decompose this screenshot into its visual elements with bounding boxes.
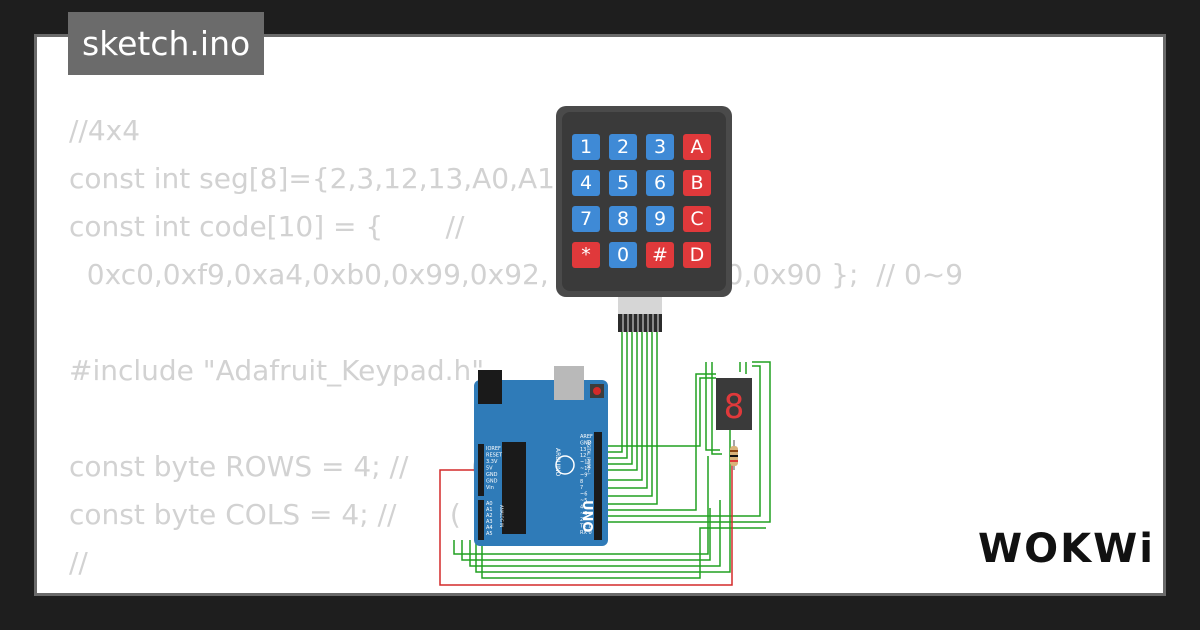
- analog-pin-label: A3: [486, 519, 493, 525]
- digital-label: DIGITAL (PWM ~): [586, 440, 591, 475]
- key-5[interactable]: 5: [609, 170, 637, 196]
- power-pin-label: RESET: [486, 453, 503, 459]
- analog-pin-label: A0: [486, 501, 493, 507]
- analog-pin-label: A1: [486, 507, 493, 513]
- board-brand: ARDUINO: [554, 448, 561, 477]
- file-title: sketch.ino: [68, 12, 265, 75]
- digital-pin-label: AREF: [580, 434, 593, 440]
- arduino-logo-icon: [555, 455, 575, 475]
- power-pin-label: 3.3V: [486, 459, 498, 465]
- key-7[interactable]: 7: [572, 206, 600, 232]
- keypad-face: 1 2 3 A 4 5 6 B 7 8 9 C * 0 # D: [562, 112, 726, 291]
- analog-pin-label: A2: [486, 513, 493, 519]
- keypad-connector: [618, 296, 662, 332]
- key-a[interactable]: A: [683, 134, 711, 160]
- display-wires: [453, 361, 771, 579]
- analog-label: ANALOG IN: [499, 505, 504, 527]
- power-pin-label: Vin: [486, 485, 494, 491]
- digital-pin-label: 7: [580, 485, 583, 491]
- keypad-wires: [608, 332, 658, 505]
- reset-button: [593, 387, 601, 395]
- arduino-board: UNO ARDUINO ANALOG IN DIGITAL (PWM ~): [474, 366, 608, 546]
- key-c[interactable]: C: [683, 206, 711, 232]
- digital-pin-label: ~11: [580, 460, 591, 466]
- digital-pin-label: 12: [580, 453, 586, 459]
- digital-pin-label: 8: [580, 479, 583, 485]
- key-1[interactable]: 1: [572, 134, 600, 160]
- key-b[interactable]: B: [683, 170, 711, 196]
- analog-pin-label: A5: [486, 531, 493, 537]
- digital-pin-label: 4: [580, 504, 583, 510]
- key-3[interactable]: 3: [646, 134, 674, 160]
- key-9[interactable]: 9: [646, 206, 674, 232]
- digital-pin-label: ~9: [580, 472, 587, 478]
- digital-pin-label: TX 1: [579, 524, 591, 530]
- code-preview: //4x4 const int seg[8]={2,3,12,13,A0,A1 …: [69, 114, 964, 579]
- board-model: UNO: [579, 500, 594, 533]
- keypad-4x4: 1 2 3 A 4 5 6 B 7 8 9 C * 0 # D: [556, 106, 732, 297]
- power-pin-label: 5V: [486, 466, 493, 472]
- digital-pin-label: ~10: [580, 466, 591, 472]
- usb-port: [554, 366, 584, 400]
- seven-segment-display: 8: [716, 378, 752, 430]
- power-pin-label: GND: [486, 479, 498, 485]
- digital-pin-label: 13: [580, 447, 586, 453]
- display-digit: 8: [724, 387, 744, 427]
- power-pin-label: IOREF: [486, 446, 501, 452]
- key-hash[interactable]: #: [646, 242, 674, 268]
- key-0[interactable]: 0: [609, 242, 637, 268]
- analog-pin-label: A4: [486, 525, 493, 531]
- resistor: [730, 440, 738, 470]
- power-pin-label: GND: [486, 472, 498, 478]
- key-2[interactable]: 2: [609, 134, 637, 160]
- digital-pin-label: RX 0: [580, 530, 592, 536]
- digital-pin-label: ~3: [580, 511, 587, 517]
- key-star[interactable]: *: [572, 242, 600, 268]
- wokwi-logo: WOKWi: [978, 526, 1155, 572]
- microcontroller-chip: [502, 442, 526, 534]
- key-6[interactable]: 6: [646, 170, 674, 196]
- key-d[interactable]: D: [683, 242, 711, 268]
- digital-pin-label: ~6: [580, 492, 587, 498]
- digital-pin-label: GND: [580, 440, 592, 446]
- red-wire: [439, 460, 733, 586]
- digital-pin-label: 2: [580, 517, 583, 523]
- key-4[interactable]: 4: [572, 170, 600, 196]
- key-8[interactable]: 8: [609, 206, 637, 232]
- digital-pin-label: ~5: [580, 498, 587, 504]
- power-jack: [478, 370, 502, 404]
